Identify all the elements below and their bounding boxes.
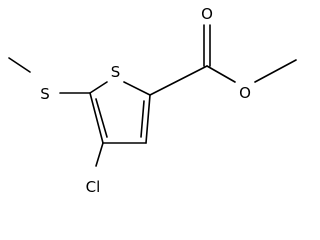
molecule-diagram: S S Cl O O — [8, 5, 297, 196]
bond-thioether-s-methyl — [8, 57, 31, 73]
structure-canvas: S S Cl O O — [8, 5, 297, 196]
bond-c4-cl — [95, 142, 104, 167]
bond-c2-carbonyl-c — [149, 65, 208, 96]
bond-c3-c2 — [145, 94, 151, 144]
bond-ester-o-methyl — [254, 59, 297, 83]
ring-sulfur-label: S — [111, 63, 121, 81]
bond-c3-c2-inner — [140, 100, 145, 138]
bond-ring-s-c5 — [89, 81, 108, 94]
chlorine-label: Cl — [86, 178, 101, 196]
bond-c5-c4 — [89, 92, 104, 144]
bond-ring-s-c2 — [123, 81, 151, 96]
bond-carbonyl-c-ester-o — [206, 65, 236, 83]
ester-oxygen-label: O — [239, 84, 251, 102]
carbonyl-oxygen-label: O — [201, 5, 213, 23]
thioether-sulfur-label: S — [40, 85, 50, 103]
bond-c5-c4-inner — [95, 98, 108, 138]
